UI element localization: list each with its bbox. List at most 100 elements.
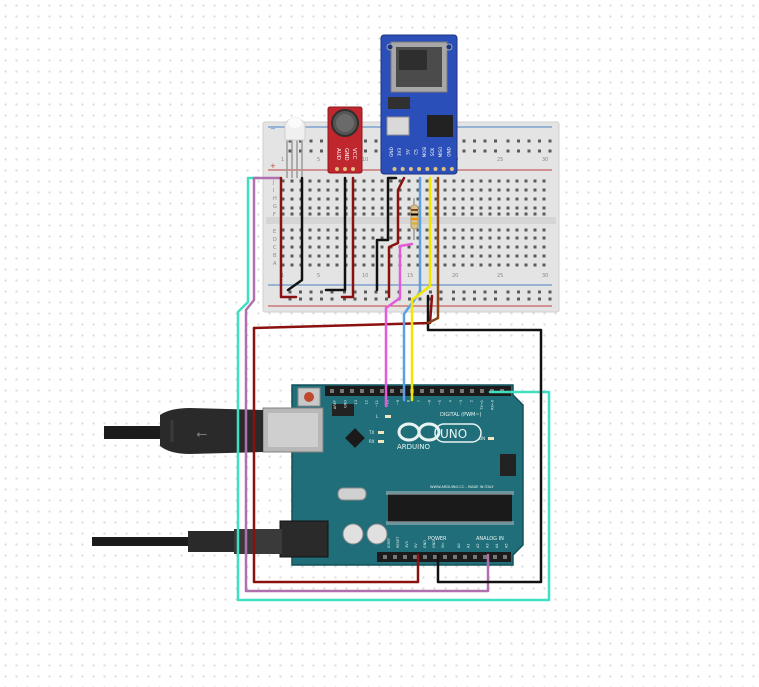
power-pin-label: GND	[423, 540, 427, 548]
wires	[236, 176, 551, 602]
bb-col-label: 1	[281, 273, 284, 279]
bb-col-label: 5	[317, 273, 320, 279]
bb-row-label: B	[273, 253, 277, 259]
power-pin-label: GND	[432, 540, 436, 548]
analog-pin-label: A0	[457, 543, 461, 548]
power-pin-label: 3V3	[405, 541, 409, 548]
arduino-url: WWW.ARDUINO.CC - MADE IN ITALY	[430, 485, 495, 489]
digital-pin-label: ~9	[396, 400, 400, 405]
sd-pin-label: SCK	[430, 148, 435, 157]
digital-pin-label: 7	[417, 400, 421, 402]
resistor	[410, 198, 419, 240]
header-pin	[383, 555, 387, 559]
header-pin	[393, 555, 397, 559]
usb-icon: ⭠	[196, 426, 207, 442]
rail-plus-top: +	[270, 162, 276, 170]
header-pin	[480, 389, 484, 393]
arduino-uno-board: ARDUINO UNO DIGITAL (PWM~) POWER ANALOG …	[262, 384, 524, 566]
wire-sd-black	[375, 176, 398, 292]
mic-pin-label: VCC	[351, 148, 357, 160]
bb-row-label: E	[273, 229, 276, 235]
status-led	[385, 415, 391, 418]
digital-pin-label: ~11	[375, 400, 379, 407]
led-label: ON	[479, 436, 485, 441]
resistor-band	[411, 222, 418, 225]
header-pin	[330, 389, 334, 393]
sd-pin-label: 3V3	[397, 148, 402, 157]
rail-minus-top: −	[270, 125, 276, 133]
wire-brown	[426, 176, 440, 325]
bb-row-label: D	[273, 237, 277, 243]
sd-pin-label: GND	[446, 147, 451, 157]
header-pin	[423, 555, 427, 559]
mic-pin-label: GND	[343, 148, 349, 161]
bb-col-label: 15	[407, 273, 413, 279]
bb-col-label: 30	[542, 273, 548, 279]
digital-pin-label: 8	[407, 400, 411, 402]
status-led	[488, 437, 494, 440]
bb-row-label: J	[272, 180, 274, 186]
bb-col-label: 1	[281, 157, 284, 163]
power-pin-label: RESET	[396, 536, 400, 548]
arduino-model: UNO	[440, 427, 467, 441]
wire-pink	[384, 242, 414, 408]
wire-red-main	[252, 326, 420, 584]
power-pin-label: Vin	[441, 542, 445, 548]
sd-pin	[425, 167, 430, 171]
digital-pin-label: ~6	[428, 400, 432, 405]
header-pin	[453, 555, 457, 559]
power-pin-label: IOREF	[387, 538, 391, 548]
wire-sd-red	[387, 176, 406, 299]
header-pin	[463, 555, 467, 559]
header-pin	[400, 389, 404, 393]
digital-pin-label: ~5	[438, 400, 442, 405]
led-label: L	[376, 414, 379, 419]
sd-pin	[449, 167, 454, 171]
bb-col-label: 25	[497, 157, 503, 163]
bb-col-label: 20	[452, 273, 458, 279]
analog-pin-label: A3	[486, 543, 490, 548]
resistor-band	[411, 209, 418, 211]
header-pin	[420, 389, 424, 393]
sd-pin	[441, 167, 446, 171]
sd-pin	[392, 167, 397, 171]
wire-yellow	[410, 176, 432, 402]
header-pin	[350, 389, 354, 393]
digital-pin-label: ~3	[459, 400, 463, 405]
status-led	[378, 431, 384, 434]
header-pin	[493, 555, 497, 559]
header-pin	[450, 389, 454, 393]
header-pin	[370, 389, 374, 393]
header-pin	[440, 389, 444, 393]
header-pin	[503, 555, 507, 559]
bb-row-label: H	[273, 196, 277, 202]
resistor-band	[411, 218, 418, 220]
header-pin	[390, 389, 394, 393]
header-pin	[430, 389, 434, 393]
header-pin	[483, 555, 487, 559]
header-pin	[340, 389, 344, 393]
sd-pin-label: GND	[389, 147, 394, 157]
rgb-led	[284, 116, 306, 178]
header-pin	[413, 555, 417, 559]
bb-row-label: G	[273, 204, 277, 210]
digital-pin-label: TX→1	[480, 400, 484, 411]
arduino-brand: ARDUINO	[397, 443, 430, 451]
wire-black-main	[426, 294, 543, 584]
bb-col-label: 25	[497, 273, 503, 279]
sd-pin	[417, 167, 422, 171]
header-pin	[460, 389, 464, 393]
analog-pin-label: A5	[505, 543, 509, 548]
bb-col-label: 10	[362, 157, 368, 163]
resistor-band	[411, 213, 418, 216]
sd-pin	[433, 167, 438, 171]
digital-pin-label: ~10	[386, 400, 390, 407]
digital-pin-label: 2	[470, 400, 474, 402]
arduino-logo	[397, 422, 482, 443]
bb-col-label: 10	[362, 273, 368, 279]
wire-mic-black	[324, 176, 347, 292]
sd-pin-label: 5V	[405, 149, 410, 155]
